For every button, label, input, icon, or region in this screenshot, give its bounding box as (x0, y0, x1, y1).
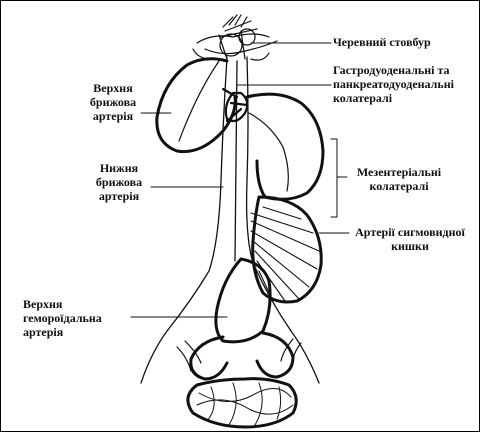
superior-hemorrhoidal-loop (216, 259, 270, 342)
inferior-mesenteric-line3: артерія (89, 189, 149, 203)
superior-mesenteric-artery-label: Верхня брижова артерія (83, 81, 143, 123)
mesenteric-collaterals-line2: колатералі (347, 179, 451, 193)
aorta-drawing (141, 57, 319, 383)
sigmoid-arteries-line1: Артерії сигмовидної (343, 225, 477, 239)
gastroduodenal-label-line1: Гастродуоденальні та (333, 63, 454, 77)
superior-mesenteric-line3: артерія (83, 109, 143, 123)
celiac-trunk-text: Черевний стовбур (333, 35, 431, 49)
mesenteric-collaterals-label: Мезентеріальні колатералі (347, 165, 451, 193)
superior-mesenteric-loop (157, 59, 235, 152)
gastroduodenal-label-line3: колатералі (333, 91, 454, 105)
superior-hemorrhoidal-artery-label: Верхня гемороїдальна артерія (23, 297, 102, 339)
superior-mesenteric-line2: брижова (83, 95, 143, 109)
mesenteric-collateral-loop (247, 94, 323, 199)
gastroduodenal-collaterals-label: Гастродуоденальні та панкреатодуоденальн… (333, 63, 454, 105)
celiac-trunk-drawing (197, 15, 277, 59)
superior-hemorrhoidal-line1: Верхня (23, 297, 102, 311)
sigmoid-arteries-label: Артерії сигмовидної кишки (343, 225, 477, 253)
celiac-trunk-label: Черевний стовбур (333, 35, 431, 49)
gastroduodenal-label-line2: панкреатодуоденальні (333, 77, 454, 91)
superior-hemorrhoidal-line2: гемороїдальна (23, 311, 102, 325)
inferior-mesenteric-artery-label: Нижня брижова артерія (89, 161, 149, 203)
sigmoid-arteries-drawing (251, 197, 321, 302)
inferior-mesenteric-line2: брижова (89, 175, 149, 189)
sigmoid-arteries-line2: кишки (343, 239, 477, 253)
inferior-mesenteric-line1: Нижня (89, 161, 149, 175)
rectal-arcade-drawing (177, 333, 301, 427)
superior-mesenteric-line1: Верхня (83, 81, 143, 95)
mesenteric-collaterals-line1: Мезентеріальні (347, 165, 451, 179)
superior-hemorrhoidal-line3: артерія (23, 325, 102, 339)
